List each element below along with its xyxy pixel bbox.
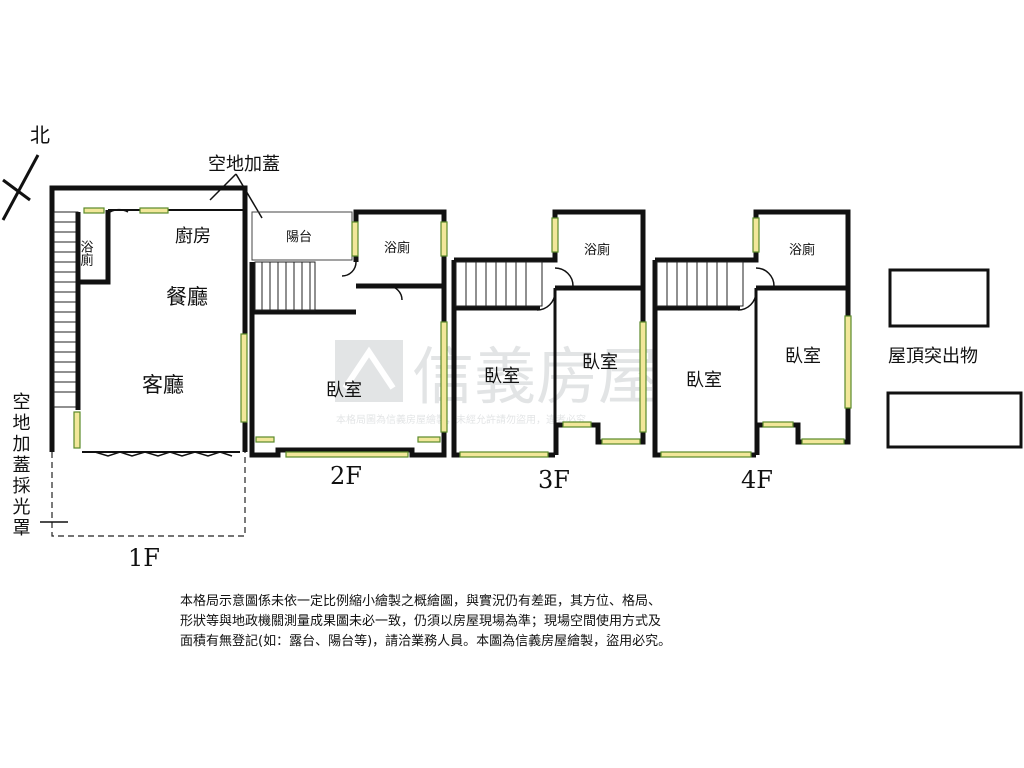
f4-bedroom-left-label: 臥室: [686, 370, 722, 391]
roof-structures: 屋頂突出物: [886, 268, 1023, 449]
floor-1f: 浴廁 廚房 餐廳 客廳 1F: [49, 185, 248, 572]
f1-kitchen-label: 廚房: [175, 225, 211, 247]
north-arrow: 北: [1, 123, 50, 221]
annotation-left: 空地加蓋採光罩: [10, 392, 68, 539]
f4-bath-label: 浴廁: [789, 242, 815, 258]
north-label: 北: [30, 123, 50, 147]
floor-4f: 浴廁 臥室 臥室 4F: [652, 209, 852, 494]
watermark-brand: 信義房屋: [412, 340, 660, 413]
stairs-3f: [455, 261, 543, 307]
f4-floor-label: 4F: [741, 466, 773, 494]
f3-bedroom-right-label: 臥室: [582, 352, 618, 373]
annotation-left-text: 空地加蓋採光罩: [10, 392, 31, 539]
watermark-subtext: 本格局圖為信義房屋繪製，未經允許請勿盜用，違者必究: [336, 413, 586, 426]
f2-bedroom-label: 臥室: [326, 380, 362, 401]
roof-box-1: [888, 268, 990, 328]
stairs-1f: [53, 211, 79, 408]
f2-bath-label: 浴廁: [384, 240, 410, 256]
f1-dining-label: 餐廳: [166, 285, 208, 309]
floor-2f: 陽台 浴廁 臥室 2F: [249, 209, 448, 490]
watermark-logo: [335, 340, 403, 402]
f2-balcony-label: 陽台: [286, 230, 312, 245]
disclaimer-line-3: 面積有無登記(如：露台、陽台等)，請洽業務人員。本圖為信義房屋繪製，盜用必究。: [180, 634, 672, 649]
disclaimer-line-2: 形狀等與地政機關測量成果圖未必一致，仍須以房屋現場為準；現場空間使用方式及: [180, 614, 662, 629]
f3-floor-label: 3F: [538, 466, 570, 494]
annotation-top-text: 空地加蓋: [208, 154, 280, 175]
roof-box-2: [886, 391, 1023, 449]
disclaimer: 本格局示意圖係未依一定比例縮小繪製之概繪圖，與實況仍有差距，其方位、格局、 形狀…: [180, 592, 840, 652]
stairs-4f: [656, 261, 744, 307]
f1-living-label: 客廳: [142, 373, 184, 397]
roof-label: 屋頂突出物: [888, 346, 978, 367]
f3-bedroom-left-label: 臥室: [484, 366, 520, 387]
floor-3f: 浴廁 臥室 臥室 3F: [451, 209, 647, 494]
f1-floor-label: 1F: [128, 544, 160, 572]
f4-bedroom-right-label: 臥室: [785, 346, 821, 367]
disclaimer-line-1: 本格局示意圖係未依一定比例縮小繪製之概繪圖，與實況仍有差距，其方位、格局、: [180, 594, 662, 609]
f2-floor-label: 2F: [330, 462, 362, 490]
stairs-2f: [254, 261, 316, 311]
f1-bath-label: 浴廁: [78, 240, 94, 267]
f3-bath-label: 浴廁: [584, 242, 610, 258]
